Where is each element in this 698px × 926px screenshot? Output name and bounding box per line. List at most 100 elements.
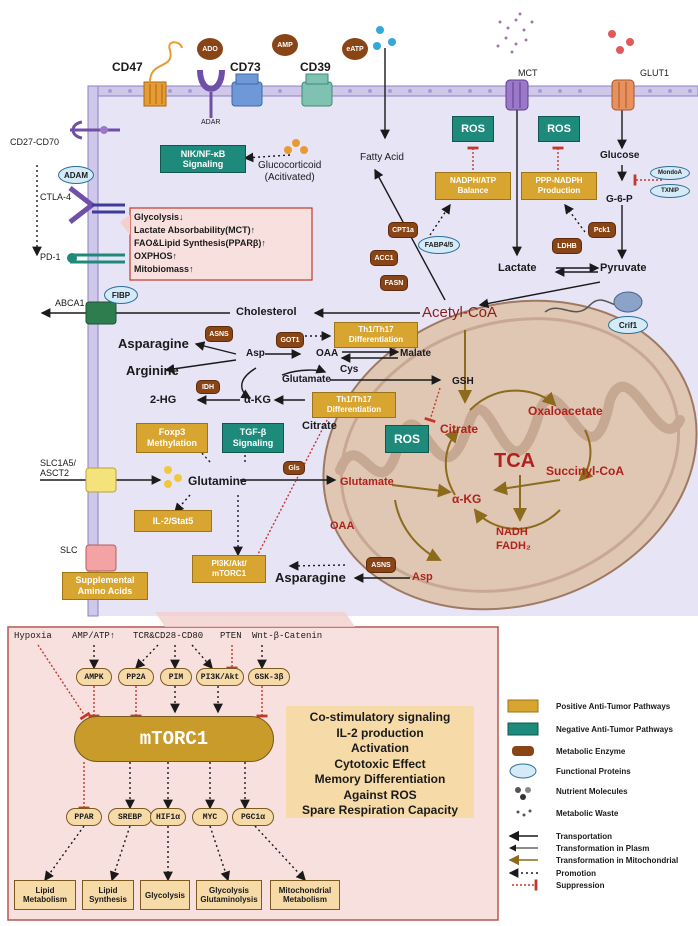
gls-enzyme: Gls [283, 461, 305, 475]
effect-2: IL-2 production [336, 725, 424, 740]
gsk3b-pill: GSK-3β [248, 668, 290, 686]
mitochondrion [322, 299, 698, 611]
fatty-acid-label: Fatty Acid [360, 152, 404, 163]
pd1-label: PD-1 [40, 252, 61, 262]
g6p-label: G-6-P [606, 194, 633, 205]
tca-label: TCA [494, 450, 536, 472]
pi3k-akt-pill: PI3K/Akt [196, 668, 244, 686]
output-lipid-metabolism: Lipid Metabolism [14, 880, 76, 910]
slc1a5-label: SLC1A5/ ASCT2 [40, 458, 77, 478]
cell-membrane-left [87, 85, 99, 617]
asparagine-label: Asparagine [118, 336, 189, 351]
gsh-label: GSH [452, 376, 474, 387]
pp2a-pill: PP2A [118, 668, 154, 686]
output-mitochondrial: Mitochondrial Metabolism [270, 880, 340, 910]
legend-symbols [507, 699, 539, 891]
glucose-label: Glucose [600, 150, 640, 161]
mct-label: MCT [518, 68, 538, 78]
legend-nutrient: Nutrient Molecules [556, 787, 628, 796]
crif1-protein: Crif1 [608, 316, 648, 334]
mito-glutamate-label: Glutamate [340, 476, 394, 488]
ros-box-1: ROS [452, 116, 494, 142]
glutamine-label: Glutamine [188, 474, 247, 488]
output-glutaminolysis: Glycolysis Glutaminolysis [196, 880, 262, 910]
input-pten: PTEN [220, 631, 242, 641]
input-hypoxia: Hypoxia [14, 631, 52, 641]
mito-citrate-label: Citrate [440, 422, 479, 436]
cholesterol-label: Cholesterol [236, 306, 297, 318]
effect-5: Memory Differentiation [314, 772, 446, 786]
output-lipid-synthesis: Lipid Synthesis [82, 880, 134, 910]
cys-label: Cys [340, 364, 359, 375]
oxaloacetate-label: Oxaloacetate [528, 404, 603, 418]
nadph-atp-balance-box: NADPH/ATP Balance [435, 172, 511, 200]
pgc1a-pill: PGC1α [232, 808, 274, 826]
membrane-receptors [67, 41, 635, 572]
mito-oaa-label: OAA [330, 520, 355, 532]
il2-stat5-box: IL-2/Stat5 [134, 510, 212, 532]
malate-label: Malate [400, 348, 432, 359]
citrate-label: Citrate [302, 420, 337, 432]
myc-pill: MYC [192, 808, 228, 826]
asns-enzyme-1: ASNS [205, 326, 233, 342]
ppp-nadph-box: PPP-NADPH Production [521, 172, 597, 200]
legend-enzyme: Metabolic Enzyme [556, 747, 626, 756]
effect-7: Spare Respiration Capacity [301, 803, 459, 817]
oaa-label: OAA [316, 348, 339, 359]
srebp-pill: SREBP [108, 808, 152, 826]
nadh-label: NADH [496, 526, 528, 538]
fabp45-protein: FABP4/5 [418, 236, 460, 254]
acetyl-coa-label: Acetyl-CoA [422, 304, 498, 321]
legend-promotion: Promotion [556, 869, 596, 878]
mtorc1-effects-box: Co-stimulatory signaling IL-2 production… [286, 706, 474, 818]
input-amp-atp: AMP/ATP↑ [72, 631, 116, 641]
eatp-molecule: eATP [342, 38, 368, 60]
pim-pill: PIM [160, 668, 192, 686]
mondoa-protein: MondoA [650, 166, 690, 180]
th1-th17-box-2: Th1/Th17 Differentiation [312, 392, 396, 418]
got1-enzyme: GOT1 [276, 332, 304, 348]
fadh2-label: FADH₂ [496, 540, 531, 552]
arginine-label: Arginine [126, 363, 179, 378]
tgfb-signaling-box: TGF-β Signaling [222, 423, 284, 453]
asparagine-label-2: Asparagine [275, 570, 346, 585]
fasn-enzyme: FASN [380, 275, 408, 291]
amp-molecule: AMP [272, 34, 298, 56]
legend-protein: Functional Proteins [556, 767, 631, 776]
input-tcr-cd28: TCR&CD28-CD80 [133, 631, 204, 641]
asp-label: Asp [246, 348, 265, 359]
mito-akg-label: α-KG [452, 492, 482, 506]
effect-4: Cytotoxic Effect [334, 756, 426, 771]
legend-plasm: Transformation in Plasm [556, 844, 650, 853]
glucocorticoid-label: Glucocorticoid (Acitivated) [258, 160, 322, 183]
adam-protein: ADAM [58, 166, 94, 184]
output-glycolysis: Glycolysis [140, 880, 190, 910]
effect-3: Activation [350, 741, 409, 755]
pinkbox-line-4: OXPHOS↑ [134, 251, 178, 261]
effect-1: Co-stimulatory signaling [309, 710, 451, 724]
legend-waste: Metabolic Waste [556, 809, 619, 818]
pck1-enzyme: Pck1 [588, 222, 616, 238]
metabolic-waste [496, 12, 534, 54]
ampk-pill: AMPK [76, 668, 112, 686]
mtorc1-complex: mTORC1 [74, 716, 274, 762]
effect-6: Against ROS [343, 787, 417, 802]
treg-metabolism-box [129, 207, 313, 281]
legend-suppression: Suppression [556, 881, 605, 890]
two-hg-label: 2-HG [150, 394, 177, 406]
txnip-protein: TXNIP [650, 184, 690, 198]
cd73-label: CD73 [230, 60, 261, 74]
cd39-label: CD39 [300, 60, 331, 74]
mito-asns-enzyme: ASNS [366, 557, 396, 573]
cd27-cd70-label: CD27-CD70 [10, 137, 60, 147]
ros-box-2: ROS [538, 116, 580, 142]
cpt1a-enzyme: CPT1a [388, 222, 418, 238]
fibp-protein: FIBP [104, 286, 138, 304]
succinyl-coa-label: Succinyl-CoA [546, 464, 625, 478]
idh-enzyme: IDH [196, 380, 220, 394]
pinkbox-line-5: Mitobiomass↑ [134, 264, 194, 274]
acc1-enzyme: ACC1 [370, 250, 398, 266]
th1-th17-box-1: Th1/Th17 Differentiation [334, 322, 418, 348]
pinkbox-line-3: FAO&Lipid Synthesis(PPARβ)↑ [134, 238, 266, 248]
ldhb-enzyme: LDHB [552, 238, 582, 254]
